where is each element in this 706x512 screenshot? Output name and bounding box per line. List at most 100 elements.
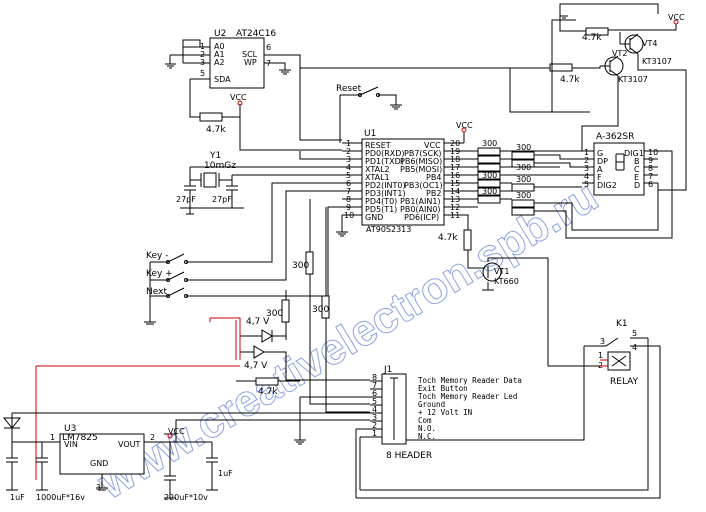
display-right-e: E xyxy=(634,173,639,182)
u1-right-pin-17: PB5(MOSI) xyxy=(400,165,442,174)
u1-right-pin-14: PB2 xyxy=(426,189,441,198)
relay-k1: K1 RELAY 3 5 1 4 2 xyxy=(356,319,661,499)
display-left-g: G xyxy=(597,149,603,158)
u1-right-pin-11: PD6(ICP) xyxy=(404,213,439,222)
display-num-4: 4 xyxy=(584,172,589,181)
led2-value: 4,7 V xyxy=(244,361,268,371)
u1-ref: U1 xyxy=(364,129,376,139)
r-vt2-value: 4.7k xyxy=(560,75,580,85)
u1-left-pin-3: PD1(TXD) xyxy=(365,157,404,166)
transistor-vt1: VT1 KT660 xyxy=(482,257,600,367)
r-key-300-2: 300 xyxy=(312,305,329,315)
header-num-1: 1 xyxy=(372,429,377,438)
cap-c4-value: 1uF xyxy=(218,469,233,478)
u1-right-pin-15: PB3(OC1) xyxy=(404,181,443,190)
display-a362sr: A-362SR G DP A F DIG2 DIG1 B C E D 1 2 3… xyxy=(582,132,658,196)
vt1-part: KT660 xyxy=(494,277,519,286)
cap-c2-value: 1000uF*16v xyxy=(36,493,85,502)
header-ref: J1 xyxy=(383,365,392,375)
u1-left-pin-7: PD3(INT1) xyxy=(365,189,406,198)
u1-right-pin-16: PB4 xyxy=(426,173,441,182)
header-num-3: 3 xyxy=(372,413,377,422)
display-part: A-362SR xyxy=(596,132,634,142)
key-plus-label: Key + xyxy=(146,269,173,279)
u3-vin: VIN xyxy=(64,440,78,449)
u2-part: AT24C16 xyxy=(236,29,276,39)
led1-value: 4,7 V xyxy=(246,317,270,327)
r-bank-300-2: 300 xyxy=(516,143,531,152)
header-desc-2: N.O. xyxy=(418,424,436,433)
display-num-6: 6 xyxy=(648,180,653,189)
r-bank-300-5: 300 xyxy=(516,175,531,184)
u3-ref: U3 xyxy=(64,424,76,434)
u3-pin-2: 2 xyxy=(150,433,155,442)
header-num-2: 2 xyxy=(372,421,377,430)
u1-mcu: U1 AT90S2313 RESET PD0(RXD) PD1(TXD) XTA… xyxy=(342,129,478,234)
r-key-300-3: 300 xyxy=(266,309,283,319)
display-num-2: 2 xyxy=(584,156,589,165)
u1-right-pin-19: PB7(SCK) xyxy=(404,149,442,158)
vcc-u3-label: VCC xyxy=(168,427,185,436)
display-num-3: 3 xyxy=(584,164,589,173)
u1-left-pin-8: PD4(T0) xyxy=(365,197,397,206)
r-led-value: 4.7k xyxy=(258,387,278,397)
u2-pin-scl: SCL xyxy=(242,50,258,59)
u1-left-pin-5: XTAL1 xyxy=(365,173,390,182)
r-vt4-value: 4.7k xyxy=(582,33,602,43)
key-next-label: Next xyxy=(146,287,167,297)
display-num-1: 1 xyxy=(584,148,589,157)
display-num-5: 5 xyxy=(584,180,589,189)
u2-pin-sda: SDA xyxy=(214,75,231,84)
watermark: www.creativelectron.spb.ru xyxy=(89,171,606,509)
u2-ref: U2 xyxy=(214,29,226,39)
crystal-value: 10mGz xyxy=(204,161,236,171)
cap-c1-value: 1uF xyxy=(10,493,25,502)
u1-left-pin-4: XTAL2 xyxy=(365,165,390,174)
u3-vout: VOUT xyxy=(118,440,140,449)
crystal-cap1: 27pF xyxy=(176,195,196,204)
relay-pin-5: 5 xyxy=(632,329,637,338)
u1-right-pin-13: PB1(AIN1) xyxy=(400,197,441,206)
resistor-bank: 300 300 300 300 300 300 300 xyxy=(477,139,673,239)
relay-pin-4: 4 xyxy=(632,343,637,352)
vcc-vt-label: VCC xyxy=(668,13,685,22)
display-left-f: F xyxy=(597,173,602,182)
display-left-dp: DP xyxy=(597,157,608,166)
r-bank-300-4: 300 xyxy=(482,171,497,180)
relay-pin-1: 1 xyxy=(598,351,603,360)
vt4-part: KT3107 xyxy=(642,57,672,66)
header-num-4: 4 xyxy=(372,405,377,414)
display-num-8: 8 xyxy=(648,164,653,173)
header-desc-1: N.C. xyxy=(418,432,436,441)
r-key-300-1: 300 xyxy=(292,261,309,271)
u2-pin-a0: A0 xyxy=(214,42,225,51)
u1-left-pin-1: RESET xyxy=(365,141,391,150)
display-num-7: 7 xyxy=(648,172,653,181)
header-desc-8: Toch Memory Reader Data xyxy=(418,376,522,385)
u1-left-pin-10: GND xyxy=(365,213,383,222)
header-num-7: 7 xyxy=(372,381,377,390)
reset-label: Reset xyxy=(336,84,362,94)
display-right-b: B xyxy=(634,157,640,166)
crystal-cap2: 27pF xyxy=(212,195,232,204)
r-bank-300-6: 300 xyxy=(482,187,497,196)
vcc-u1-label: VCC xyxy=(456,121,473,130)
display-right-d: D xyxy=(634,181,640,190)
header-num-5: 5 xyxy=(372,397,377,406)
keys: Key - Key + Next xyxy=(144,182,342,325)
relay-pin-3: 3 xyxy=(600,337,605,346)
u1-part: AT90S2313 xyxy=(366,225,411,234)
header-num-6: 6 xyxy=(372,389,377,398)
u1-right-pin-20: VCC xyxy=(424,141,441,150)
u1-left-pin-2: PD0(RXD) xyxy=(365,149,405,158)
header-desc-6: Toch Memory Reader Led xyxy=(418,392,517,401)
header-j1: J1 8 HEADER 8 7 6 5 4 3 2 1 Toch Memory … xyxy=(294,365,522,498)
u2-num-6: 6 xyxy=(266,43,271,52)
relay-label: RELAY xyxy=(610,377,639,387)
u1-left-pin-9: PD5(T1) xyxy=(365,205,397,214)
display-right-c: C xyxy=(634,165,640,174)
u3-gnd: GND xyxy=(90,459,108,468)
header-desc-3: Com xyxy=(418,416,432,425)
vt1-ref: VT1 xyxy=(494,267,509,276)
header-desc-4: + 12 Volt IN xyxy=(418,408,472,417)
